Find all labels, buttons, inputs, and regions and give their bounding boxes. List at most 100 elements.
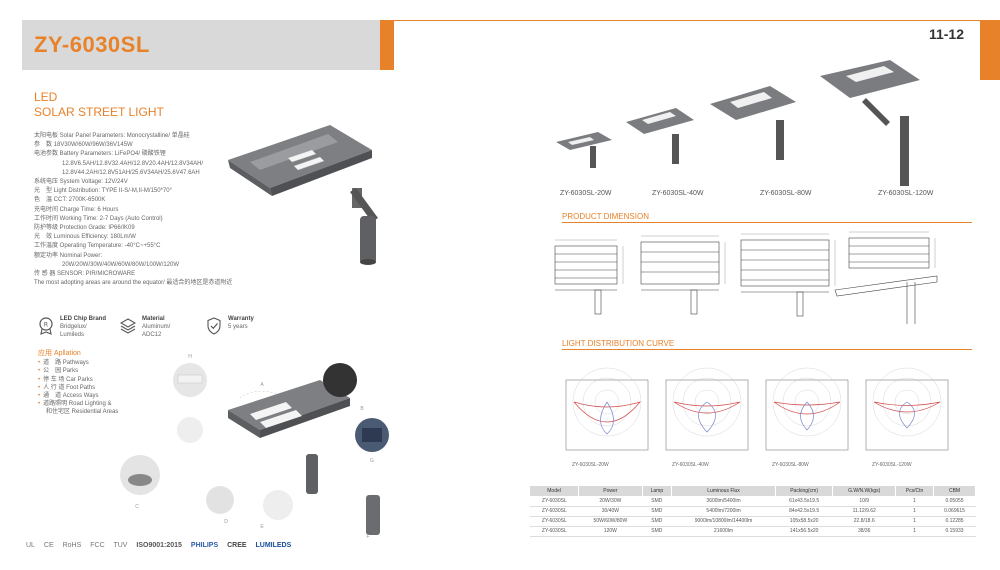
spec-line: 光 型 Light Distribution: TYPE II-S/-M,II-… — [34, 188, 173, 195]
feature-value: Aluminum/ — [142, 324, 171, 330]
detail-diagram: H A B C D E F G — [120, 354, 389, 540]
detail-label: D — [224, 519, 228, 525]
svg-text:R: R — [44, 322, 48, 329]
table-cell: SMD — [642, 496, 672, 507]
table-cell: SMD — [642, 506, 672, 517]
title-accent — [380, 20, 394, 70]
application-item: •通 道 Access Ways — [38, 393, 99, 400]
detail-label: G — [370, 458, 374, 464]
column-header: CBM — [933, 486, 976, 496]
spec-line: 电池参数 Battery Parameters: LiFePO4/ 磷酸铁锂 — [34, 151, 166, 158]
polar-curve-20w — [565, 367, 649, 451]
detail-label: A — [260, 382, 264, 388]
table-cell: 5400lm/7200lm — [671, 506, 776, 517]
curve-label: ZY-6030SL-80W — [772, 462, 809, 468]
model-label: ZY-6030SL-120W — [878, 190, 934, 197]
section-rule — [562, 349, 972, 350]
product-heading: LED SOLAR STREET LIGHT — [34, 90, 164, 120]
detail-bubble — [177, 417, 203, 443]
table-cell: 9000lm/10800lm/14400lm — [671, 516, 776, 527]
table-cell: 0.15933 — [933, 526, 976, 537]
certification-bar: UL CE RoHS FCC TUV ISO9001:2015 PHILIPS … — [26, 542, 298, 549]
table-row: ZY-6030SL 120W SMD 21600lm 141x56.5x20 3… — [530, 526, 976, 537]
layers-icon — [120, 318, 136, 334]
product-title: SOLAR STREET LIGHT — [34, 105, 164, 119]
spec-line: 12.8V44.2AH/12.8V51AH/25.6V34AH/25.6V47.… — [62, 169, 200, 176]
curve-label: ZY-6030SL-40W — [672, 462, 709, 468]
detail-label: C — [135, 504, 139, 510]
column-header: Model — [530, 486, 580, 496]
table-cell: 1 — [895, 496, 934, 507]
polar-curve-120w — [865, 367, 949, 451]
table-cell: 0.12285 — [933, 516, 976, 527]
spec-line: The most adopting areas are around the e… — [34, 280, 233, 287]
feature-value: Bridgelux/ — [60, 324, 87, 330]
spec-list: 太阳电板 Solar Panel Parameters: Monocrystal… — [34, 132, 269, 288]
table-cell: 11.12/9.62 — [832, 506, 896, 517]
table-cell: SMD — [642, 526, 672, 537]
table-cell: ZY-6030SL — [530, 526, 579, 537]
application-item: •道 路 Pathways — [38, 360, 89, 367]
award-icon: R — [39, 317, 53, 335]
spec-line: 色 温 CCT: 2700K-6500K — [34, 197, 106, 204]
feature-title: LED Chip Brand — [60, 316, 106, 322]
iso-cert: ISO9001:2015 — [136, 542, 182, 549]
spec-line: 工作温度 Operating Temperature: -40°C~+55°C — [34, 243, 161, 250]
spec-line: 工作时间 Working Time: 2-7 Days (Auto Contro… — [34, 215, 163, 222]
applications-list: 应用 Apllation •道 路 Pathways •公 园 Parks •停… — [38, 350, 118, 417]
ce-mark-icon: CE — [43, 542, 54, 549]
model-label: ZY-6030SL-80W — [760, 190, 812, 197]
table-cell: 50W/60W/80W — [578, 516, 643, 527]
model-label: ZY-6030SL-40W — [652, 190, 704, 197]
column-header: Lamp — [642, 486, 673, 496]
application-item: •道路照明 Road Lighting & — [38, 401, 112, 408]
spec-line: 20W/20W/30W/40W/60W/80W/100W/120W — [62, 261, 180, 268]
column-header: Power — [578, 486, 643, 496]
table-cell: 21600lm — [671, 526, 776, 537]
spec-line: 12.8V6.5AH/12.8V32.4AH/12.8V20.4AH/12.8V… — [62, 160, 204, 167]
table-cell: 1 — [895, 526, 934, 537]
application-item: •停 车 场 Car Parks — [38, 376, 93, 383]
table-cell: ZY-6030SL — [530, 496, 579, 507]
spec-line: 太阳电板 Solar Panel Parameters: Monocrystal… — [34, 133, 190, 139]
spec-line: 光 效 Luminous Efficiency: 180Lm/W — [34, 234, 136, 241]
table-cell: 3600lm/5400lm — [671, 496, 776, 507]
table-row: ZY-6030SL 20W/30W SMD 3600lm/5400lm 61x4… — [530, 496, 976, 507]
table-cell: 0.069615 — [933, 506, 976, 517]
spec-line: 系统电压 System Voltage: 12V/24V — [34, 179, 128, 186]
right-edge-accent — [980, 20, 1000, 80]
feature-title: Material — [142, 316, 165, 322]
dimension-drawings — [554, 231, 938, 324]
product-lineup-image — [556, 60, 920, 186]
table-cell: 10/9 — [832, 496, 896, 507]
header-rule — [394, 20, 1000, 21]
header-bar: ZY-6030SL 11-12 — [22, 20, 1000, 70]
spec-line: 传 感 器 SENSOR: PIR/MICROWARE — [34, 271, 136, 278]
detail-bubble — [206, 486, 234, 514]
hero-lamp-image — [228, 125, 378, 265]
table-row: ZY-6030SL 50W/60W/80W SMD 9000lm/10800lm… — [530, 516, 976, 527]
lamp-80w — [710, 86, 796, 160]
detail-bubble — [263, 490, 293, 520]
tuv-mark-icon: TUV — [113, 542, 128, 549]
page-numbers: 11-12 — [928, 26, 964, 42]
cree-logo: CREE — [227, 542, 247, 549]
light-distribution-curves — [565, 367, 949, 451]
feature-value: 5 years — [228, 324, 248, 330]
curve-label: ZY-6030SL-120W — [872, 462, 912, 468]
spec-line: 充电时间 Charge Time: 6 Hours — [34, 206, 119, 213]
application-item: •人 行 道 Foot Paths — [38, 384, 96, 391]
polar-curve-40w — [665, 367, 749, 451]
feature-value: ADC12 — [142, 332, 162, 338]
table-header-row: Model Power Lamp Luminous Flux Packing(c… — [530, 486, 976, 496]
spec-line: 参 数 18V30W/60W/96W/36V145W — [34, 142, 133, 149]
table-cell: 105x58.5x20 — [775, 516, 833, 527]
philips-logo: PHILIPS — [190, 542, 219, 549]
column-header: Luminous Flux — [671, 486, 776, 496]
column-header: G.W/N.W(kgs) — [832, 486, 897, 496]
curve-label: ZY-6030SL-20W — [572, 462, 609, 468]
rohs-mark-icon: RoHS — [62, 542, 82, 549]
ul-mark-icon: UL — [26, 542, 35, 549]
detail-bubble — [323, 363, 357, 397]
title-box: ZY-6030SL — [22, 20, 380, 70]
